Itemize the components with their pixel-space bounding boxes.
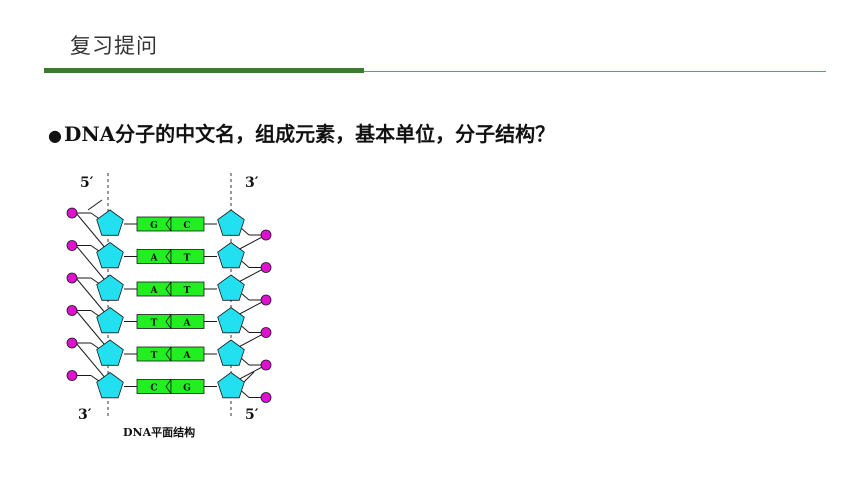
base-pair-junction [165, 379, 172, 394]
left-phosphate [66, 305, 78, 316]
left-backbone-bond [75, 277, 110, 318]
right-phosphate [260, 229, 272, 241]
left-base-label: A [150, 254, 159, 264]
left-phosphate [66, 240, 78, 251]
right-phosphate [260, 294, 272, 306]
left-sugar [96, 372, 124, 399]
left-backbone-bond [75, 342, 110, 383]
left-sugar [96, 209, 124, 236]
right-base-label: T [184, 254, 191, 264]
right-sugar [217, 307, 245, 334]
left-backbone-bond [75, 245, 110, 286]
right-phosphate [260, 359, 272, 371]
right-phosphate [260, 262, 272, 273]
left-sugar [96, 242, 124, 269]
slide-title: 复习提问 [70, 34, 158, 58]
right-base-label: T [184, 286, 191, 296]
right-base [170, 346, 205, 362]
left-base-label: A [150, 286, 159, 296]
right-base [170, 314, 205, 329]
left-strand-start [87, 199, 103, 211]
base-pair-junction [165, 314, 172, 329]
right-sugar-link [240, 390, 250, 398]
title-underline-thick [44, 68, 364, 73]
base-pair-junction [165, 281, 172, 297]
left-base-label: T [151, 351, 158, 361]
base-pair-junction [165, 216, 172, 232]
left-phosphate [66, 337, 78, 349]
right-sugar-link [240, 292, 250, 301]
left-backbone-bond [75, 212, 110, 253]
right-base [170, 281, 205, 297]
right-sugar [217, 372, 245, 399]
right-base-label: A [183, 351, 192, 361]
right-base-label: C [183, 221, 190, 231]
left-sugar [96, 274, 124, 301]
right-sugar [217, 242, 245, 269]
left-base-label: G [150, 221, 158, 231]
base-pair-group: G C A T A T T A T A C G [66, 199, 272, 403]
right-sugar-link [240, 325, 250, 333]
left-sugar [96, 339, 124, 366]
label-bottom-right: 5′ [245, 407, 259, 423]
right-sugar [217, 339, 245, 366]
right-phosphate [260, 392, 272, 403]
left-backbone-bond [75, 310, 110, 351]
label-top-left: 5′ [80, 175, 94, 191]
right-sugar-link [240, 357, 250, 366]
diagram-caption: DNA平面结构 [123, 425, 195, 439]
right-phosphate [260, 327, 272, 338]
base-pair-junction [165, 346, 172, 362]
label-top-right: 3′ [245, 175, 259, 191]
right-base [170, 249, 205, 264]
question-label: DNA分子的中文名，组成元素，基本单位，分子结构？ [63, 122, 556, 146]
left-sugar [96, 307, 124, 334]
bullet-icon: ● [48, 126, 62, 145]
left-phosphate [66, 370, 78, 381]
right-base [170, 216, 205, 232]
right-sugar [217, 274, 245, 301]
left-base-label: T [151, 319, 158, 329]
title-underline-thin [364, 71, 826, 72]
right-base [170, 379, 205, 394]
right-sugar-link [240, 260, 250, 268]
left-phosphate [66, 272, 78, 284]
base-pair-junction [165, 249, 172, 264]
question-text: ●DNA分子的中文名，组成元素，基本单位，分子结构？ [48, 118, 555, 147]
right-base-label: A [183, 319, 192, 329]
right-sugar [217, 209, 245, 236]
label-bottom-left: 3′ [78, 407, 92, 423]
left-base-label: C [150, 384, 157, 394]
right-sugar-link [240, 227, 250, 236]
right-base-label: G [183, 384, 191, 394]
left-phosphate [66, 207, 78, 219]
